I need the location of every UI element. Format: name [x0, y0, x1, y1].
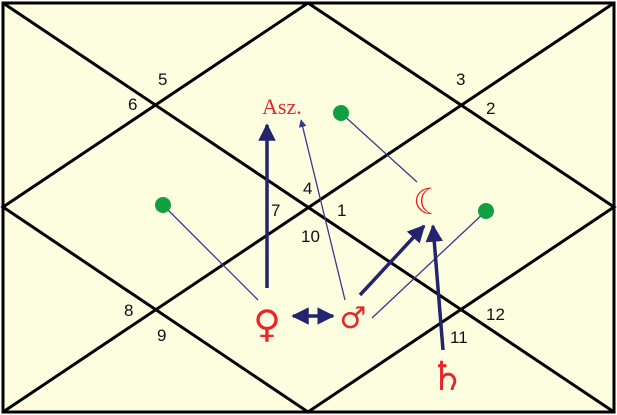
aspect-arrow — [298, 119, 346, 301]
marker-dot — [155, 197, 171, 213]
house-number-4: 4 — [303, 179, 312, 198]
house-number-5: 5 — [158, 70, 167, 89]
house-number-3: 3 — [456, 70, 465, 89]
house-number-11: 11 — [450, 328, 468, 347]
house-number-7: 7 — [271, 201, 280, 220]
mars-icon: ♂ — [340, 301, 367, 336]
mars-to-moon-arrow — [358, 224, 426, 297]
house-number-10: 10 — [301, 227, 320, 246]
house-number-1: 1 — [337, 201, 346, 220]
markers — [155, 105, 494, 219]
venus-icon: ♀ — [253, 302, 281, 346]
marker-dot — [478, 203, 494, 219]
aspect-line — [162, 204, 259, 301]
house-number-8: 8 — [124, 301, 133, 320]
house-number-12: 12 — [486, 305, 505, 324]
saturn-to-moon-arrow — [425, 224, 445, 351]
house-number-2: 2 — [486, 99, 495, 118]
aspect-arrows — [258, 123, 445, 351]
planet-glyphs: ♀ ♂ ☾ ♄ — [253, 182, 465, 400]
house-numbers: 1 2 3 4 5 6 7 8 9 10 11 12 — [124, 70, 505, 347]
house-number-9: 9 — [157, 326, 166, 345]
aspect-line — [340, 112, 418, 183]
moon-icon: ☾ — [413, 182, 445, 223]
house-number-6: 6 — [128, 95, 137, 114]
ascendant-label: Asz. — [262, 94, 302, 119]
aspect-line — [371, 210, 487, 319]
saturn-icon: ♄ — [429, 354, 465, 400]
aspect-lines — [162, 112, 487, 319]
marker-dot — [333, 105, 349, 121]
